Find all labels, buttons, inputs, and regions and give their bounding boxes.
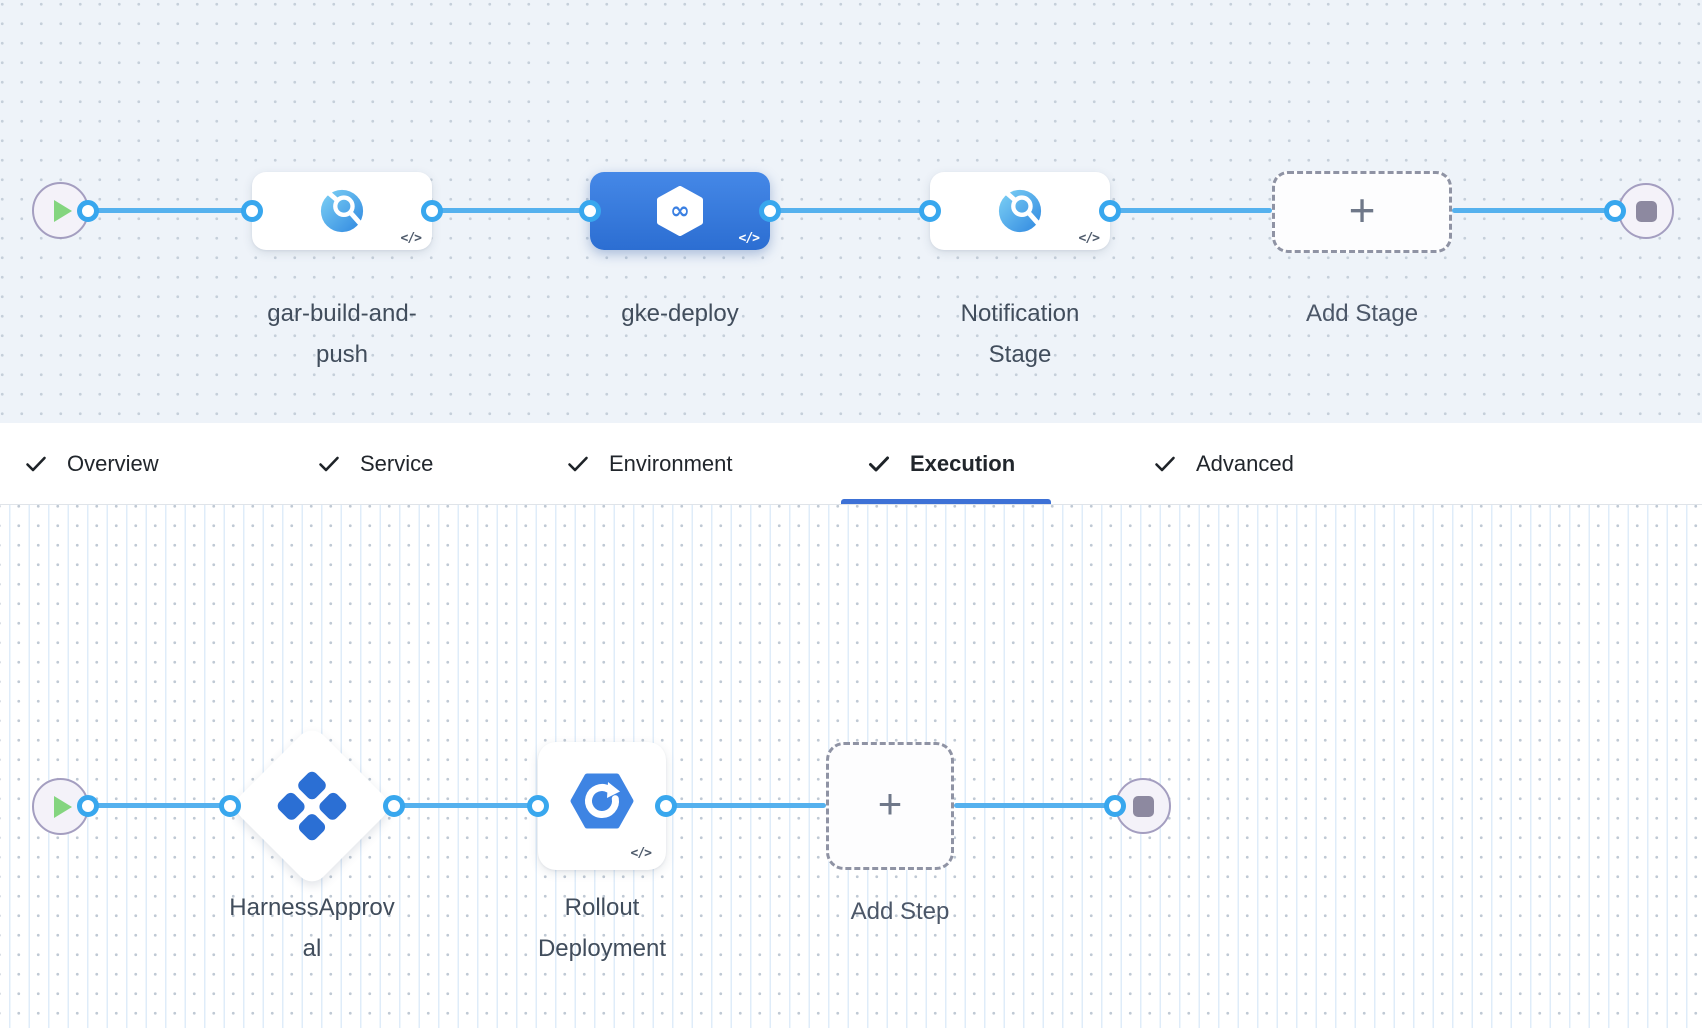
tab-service[interactable]: Service: [317, 423, 433, 504]
add-stage-button[interactable]: +: [1272, 171, 1452, 253]
connector-line: [394, 803, 538, 808]
ci-stage-icon: [998, 189, 1042, 233]
ci-stage-icon: [320, 189, 364, 233]
stage-label[interactable]: gar-build-and- push: [267, 300, 417, 368]
tab-label: Advanced: [1196, 450, 1294, 476]
step-label[interactable]: Rollout Deployment: [537, 894, 667, 962]
tab-label: Overview: [67, 450, 159, 476]
connector-port[interactable]: [219, 795, 241, 817]
tab-label: Execution: [910, 450, 1016, 476]
pipeline-end-node: [1618, 183, 1674, 239]
check-icon: [568, 456, 588, 471]
cd-stage-icon: ∞: [657, 186, 703, 236]
stage-config-tabbar: Overview Service Environment Execution A…: [0, 423, 1702, 505]
connector-port[interactable]: [579, 200, 601, 222]
step-card-rollout-deployment[interactable]: </>: [538, 742, 666, 870]
stage-card-notification-stage[interactable]: </>: [930, 172, 1110, 250]
connector-port[interactable]: [383, 795, 405, 817]
connector-port[interactable]: [241, 200, 263, 222]
check-icon: [26, 456, 46, 471]
gke-step-icon: [570, 773, 634, 829]
connector-port[interactable]: [421, 200, 443, 222]
stage-pipeline-canvas[interactable]: </> ∞ </> </> +: [0, 0, 1702, 423]
connector-line: [432, 208, 590, 213]
yaml-code-badge[interactable]: </>: [630, 846, 653, 861]
add-stage-label[interactable]: Add Stage: [1305, 300, 1419, 327]
check-icon: [1155, 456, 1175, 471]
stop-icon: [1635, 200, 1657, 222]
yaml-code-badge[interactable]: </>: [738, 231, 761, 246]
connector-line: [88, 803, 230, 808]
plus-icon: +: [1348, 184, 1376, 236]
play-icon: [54, 199, 72, 222]
connector-port[interactable]: [1099, 200, 1121, 222]
stage-card-gke-deploy[interactable]: ∞ </>: [590, 172, 770, 250]
plus-icon: +: [877, 780, 903, 827]
play-icon: [54, 795, 72, 818]
tab-overview[interactable]: Overview: [24, 423, 159, 504]
connector-port[interactable]: [919, 200, 941, 222]
connector-port[interactable]: [1104, 795, 1126, 817]
stop-icon: [1132, 795, 1154, 817]
connector-line: [666, 803, 826, 808]
check-icon: [319, 456, 339, 471]
connector-port[interactable]: [759, 200, 781, 222]
tab-label: Service: [360, 450, 434, 476]
svg-text:∞: ∞: [670, 197, 690, 225]
connector-line: [954, 803, 1115, 808]
stage-card-gar-build-and-push[interactable]: </>: [252, 172, 432, 250]
connector-port[interactable]: [1604, 200, 1626, 222]
connector-port[interactable]: [527, 795, 549, 817]
add-step-label[interactable]: Add Step: [850, 898, 950, 925]
connector-port[interactable]: [655, 795, 677, 817]
add-step-button[interactable]: +: [826, 742, 954, 870]
tab-execution[interactable]: Execution: [840, 423, 1052, 504]
step-label[interactable]: HarnessApprov al: [229, 894, 395, 962]
connector-port[interactable]: [77, 795, 99, 817]
connector-line: [1110, 208, 1272, 213]
connector-line: [770, 208, 930, 213]
stage-label[interactable]: gke-deploy: [621, 300, 739, 327]
tab-advanced[interactable]: Advanced: [1153, 423, 1294, 504]
yaml-code-badge[interactable]: </>: [400, 231, 423, 246]
tab-environment[interactable]: Environment: [566, 423, 733, 504]
tab-label: Environment: [609, 450, 733, 476]
check-icon: [869, 456, 889, 471]
stage-label[interactable]: Notification Stage: [960, 300, 1080, 368]
yaml-code-badge[interactable]: </>: [1078, 231, 1101, 246]
connector-line: [88, 208, 252, 213]
connector-line: [1452, 208, 1615, 213]
connector-port[interactable]: [77, 200, 99, 222]
